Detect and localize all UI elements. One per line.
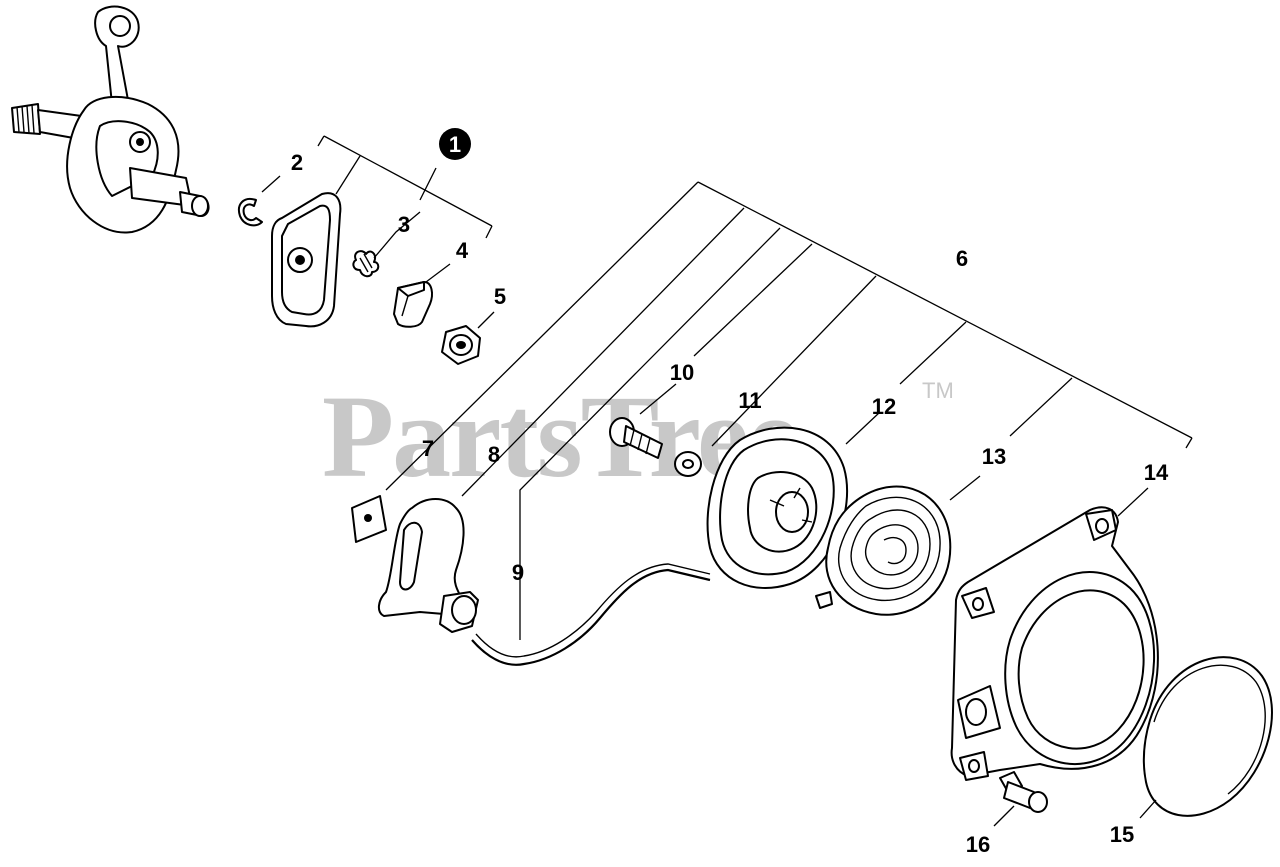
- callout-13-label[interactable]: 13: [982, 444, 1006, 469]
- e-clip-part[interactable]: [238, 198, 263, 227]
- callout-14-label[interactable]: 14: [1144, 460, 1169, 485]
- screw-part[interactable]: [999, 771, 1048, 813]
- callout-2-label[interactable]: 2: [291, 150, 303, 175]
- pawl-carrier-part[interactable]: [271, 192, 342, 328]
- callout-9-label[interactable]: 9: [512, 560, 524, 585]
- reel-part[interactable]: [706, 426, 849, 589]
- plate-part[interactable]: [351, 495, 387, 543]
- leader-lines: [261, 135, 1193, 827]
- callout-1[interactable]: 1: [439, 128, 471, 160]
- recoil-spring-part[interactable]: [815, 485, 952, 616]
- callout-4-label[interactable]: 4: [456, 238, 469, 263]
- bolt-part[interactable]: [609, 417, 663, 459]
- rope-part[interactable]: [471, 568, 711, 666]
- callout-5-label[interactable]: 5: [494, 284, 506, 309]
- callout-8-label[interactable]: 8: [488, 442, 500, 467]
- cover-disk-part[interactable]: [1142, 656, 1273, 817]
- callout-15-label[interactable]: 15: [1110, 822, 1134, 847]
- callout-1-label: 1: [449, 132, 461, 157]
- starter-housing-part[interactable]: [950, 506, 1159, 781]
- callout-11-label[interactable]: 11: [738, 388, 761, 413]
- rope-part-inner: [475, 563, 711, 658]
- starter-handle-part[interactable]: [378, 498, 479, 633]
- callout-16-label[interactable]: 16: [966, 832, 990, 857]
- spring-part[interactable]: [352, 250, 380, 278]
- callout-12-label[interactable]: 12: [872, 394, 896, 419]
- washer-part[interactable]: [674, 451, 702, 477]
- pawl-part[interactable]: [393, 281, 433, 328]
- callout-7-label[interactable]: 7: [422, 436, 434, 461]
- callout-10-label[interactable]: 10: [670, 360, 694, 385]
- nut-part[interactable]: [441, 325, 481, 365]
- callout-3-label[interactable]: 3: [398, 212, 410, 237]
- crankshaft-part[interactable]: [11, 5, 210, 234]
- watermark-trademark: TM: [922, 378, 954, 403]
- callout-6-label[interactable]: 6: [956, 246, 968, 271]
